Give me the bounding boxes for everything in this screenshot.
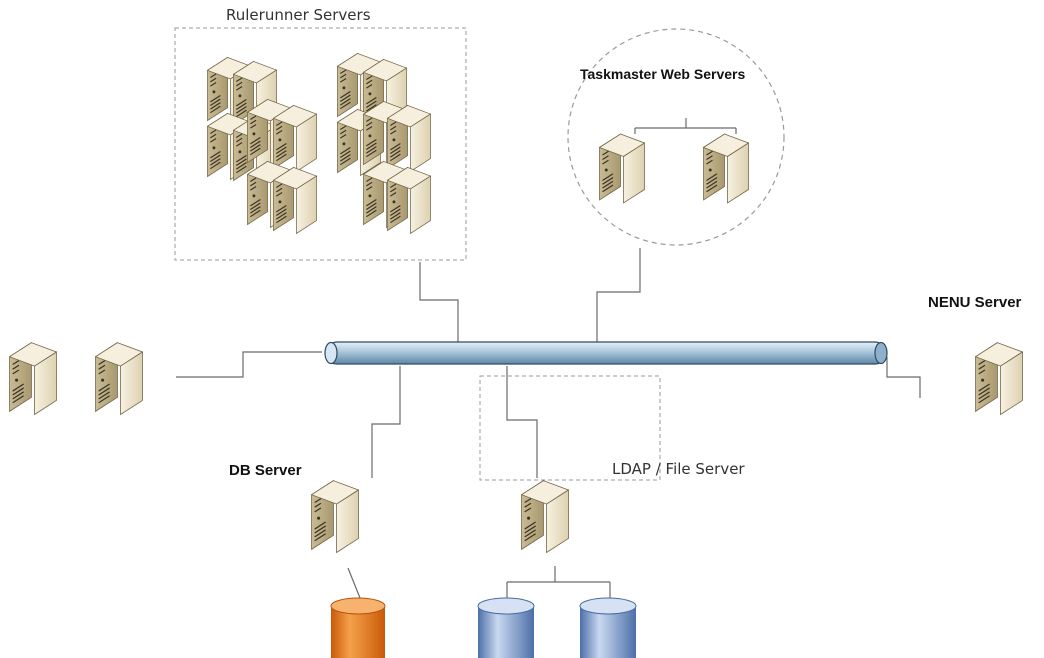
server-tower-icon xyxy=(386,166,432,235)
rulerunner-servers-label: Rulerunner Servers xyxy=(226,6,371,24)
db-server-label: DB Server xyxy=(229,462,302,479)
taskmaster-servers xyxy=(598,133,750,204)
nenu-server-label: NENU Server xyxy=(928,294,1022,311)
connector-db-storage xyxy=(347,567,361,599)
db-storage-cylinder xyxy=(330,597,386,658)
server-tower-icon xyxy=(272,166,318,235)
client-servers xyxy=(8,341,144,416)
rulerunner-server-cluster xyxy=(206,52,432,235)
connector-lines xyxy=(176,118,921,602)
connector-nenu xyxy=(886,357,921,398)
taskmaster-servers-label: Taskmaster Web Servers xyxy=(580,66,746,82)
ldap-file-server-label: LDAP / File Server xyxy=(612,460,745,478)
server-tower-icon xyxy=(272,104,318,173)
connector-workstations xyxy=(176,351,322,378)
ldap-group-box xyxy=(479,375,661,481)
taskmaster-group-circle xyxy=(567,28,785,246)
nenu-server-icon xyxy=(974,341,1024,416)
connector-taskmaster xyxy=(596,248,641,342)
connector-rulerunner xyxy=(419,262,459,342)
server-tower-icon xyxy=(702,133,750,204)
network-bus xyxy=(324,341,888,365)
db-server-icon xyxy=(310,479,360,554)
file-storage-cylinder-2 xyxy=(579,597,637,658)
server-tower-icon xyxy=(94,341,144,416)
connector-ldap xyxy=(506,366,538,478)
rulerunner-group-box xyxy=(174,27,467,261)
server-tower-icon xyxy=(598,133,646,204)
connector-db xyxy=(371,366,401,478)
server-tower-icon xyxy=(8,341,58,416)
ldap-server-icon xyxy=(520,479,570,554)
file-storage-cylinder-1 xyxy=(477,597,535,658)
server-tower-icon xyxy=(386,104,432,173)
